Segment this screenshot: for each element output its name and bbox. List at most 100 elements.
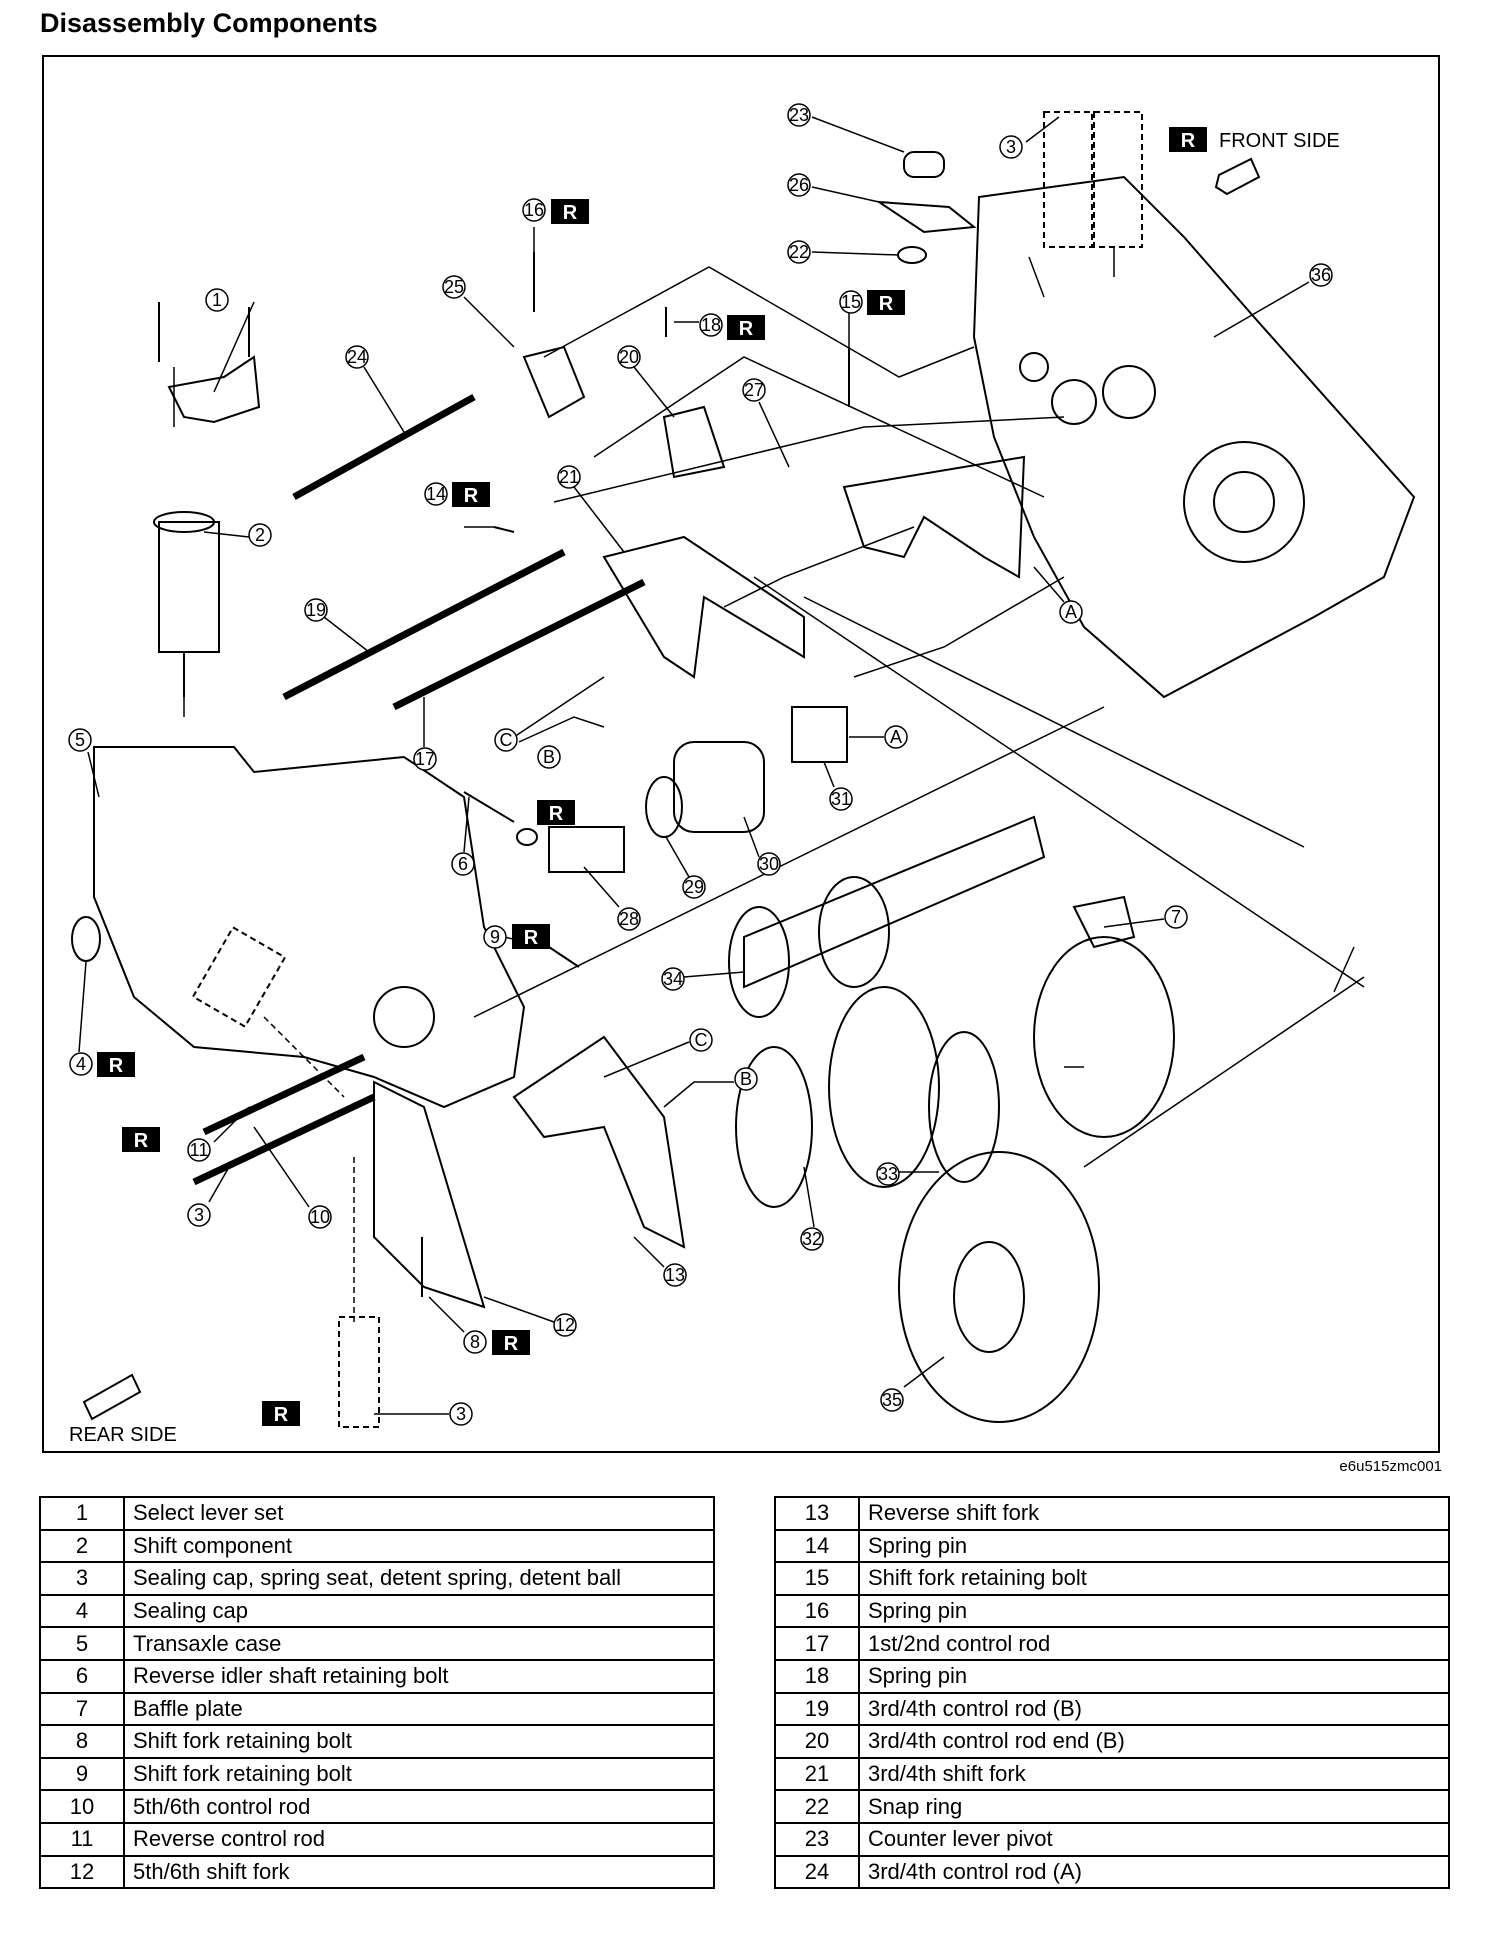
callout-22: 22: [787, 240, 900, 264]
shift-component-top: [153, 511, 215, 533]
svg-text:R: R: [274, 1404, 289, 1426]
callout-33: 33: [876, 1162, 939, 1186]
housing-bearing-3: [1183, 441, 1305, 563]
baffle-plate-7: [1072, 895, 1136, 949]
svg-text:3: 3: [1006, 137, 1016, 157]
svg-text:19: 19: [306, 600, 326, 620]
detent-dashed-line: [263, 1016, 345, 1098]
svg-text:A: A: [1065, 602, 1077, 622]
svg-text:7: 7: [1171, 907, 1181, 927]
fork-12: [373, 1080, 486, 1309]
svg-text:34: 34: [663, 969, 683, 989]
fork-21: [602, 535, 805, 679]
rear-side-arrow: [82, 1373, 142, 1421]
callout-13: 13: [633, 1236, 687, 1287]
svg-text:5: 5: [75, 730, 85, 750]
callout-19: 19: [304, 598, 370, 653]
rod-19: [282, 548, 566, 701]
callout-2: 2: [203, 523, 272, 547]
housing-bearing-4: [1213, 471, 1275, 533]
svg-text:20: 20: [619, 347, 639, 367]
lever-26: [875, 200, 977, 234]
shaft-34: [743, 815, 1046, 989]
rod-24: [292, 393, 476, 501]
svg-text:C: C: [500, 730, 513, 750]
callout-35: 35: [880, 1356, 945, 1412]
front-side-arrow: [1214, 157, 1261, 196]
callout-3-left: 3: [187, 1166, 230, 1227]
svg-text:36: 36: [1311, 265, 1331, 285]
svg-text:R: R: [1181, 130, 1196, 152]
svg-text:24: 24: [347, 347, 367, 367]
page-title: Disassembly Components: [40, 8, 378, 38]
rod-10: [192, 1093, 376, 1186]
housing-bearing-1: [1051, 379, 1097, 425]
callout-6: 6: [451, 796, 475, 876]
svg-text:30: 30: [759, 854, 779, 874]
r-badge-16: R: [551, 199, 589, 224]
detent-set-3-top: [1043, 111, 1093, 248]
svg-text:25: 25: [444, 277, 464, 297]
svg-text:8: 8: [470, 1332, 480, 1352]
differential-35: [898, 1151, 1100, 1423]
svg-text:29: 29: [684, 877, 704, 897]
callout-5: 5: [68, 728, 100, 798]
gear-34-b: [818, 876, 890, 988]
callout-26: 26: [787, 173, 880, 203]
fork-13: [512, 1035, 686, 1249]
r-badge-6: R: [537, 800, 575, 825]
callout-18: 18: [674, 313, 723, 337]
detent-set-3-bottom: [338, 1316, 380, 1428]
gear-32-a: [735, 1046, 813, 1208]
svg-text:9: 9: [490, 927, 500, 947]
gear-33-a: [928, 1031, 1000, 1183]
callout-7: 7: [1103, 905, 1188, 929]
svg-text:28: 28: [619, 909, 639, 929]
r-badge-4: R: [97, 1052, 135, 1077]
svg-text:R: R: [504, 1333, 519, 1355]
transaxle-case: [93, 746, 526, 1109]
svg-text:R: R: [109, 1055, 124, 1077]
fork-27: [842, 455, 1026, 579]
svg-text:15: 15: [841, 292, 861, 312]
svg-text:A: A: [890, 727, 902, 747]
r-badge-15: R: [867, 290, 905, 315]
transmission-housing: [972, 175, 1416, 699]
svg-text:22: 22: [789, 242, 809, 262]
callout-23: 23: [787, 103, 905, 153]
svg-text:21: 21: [559, 467, 579, 487]
bearing-31: [791, 706, 848, 763]
gear-30: [673, 741, 765, 833]
callout-31: 31: [823, 761, 853, 811]
svg-text:16: 16: [524, 200, 544, 220]
r-badge-3-top: R: [1169, 127, 1207, 152]
sealing-cap-4: [71, 916, 101, 962]
case-bore: [373, 986, 435, 1048]
callout-24: 24: [345, 345, 405, 433]
callout-C-fork: C: [603, 1028, 713, 1078]
rear-side-label: REAR SIDE: [69, 1424, 177, 1446]
callout-A-bearing: A: [849, 725, 908, 749]
callout-25: 25: [442, 275, 515, 348]
callout-B-rod: B: [518, 716, 605, 769]
